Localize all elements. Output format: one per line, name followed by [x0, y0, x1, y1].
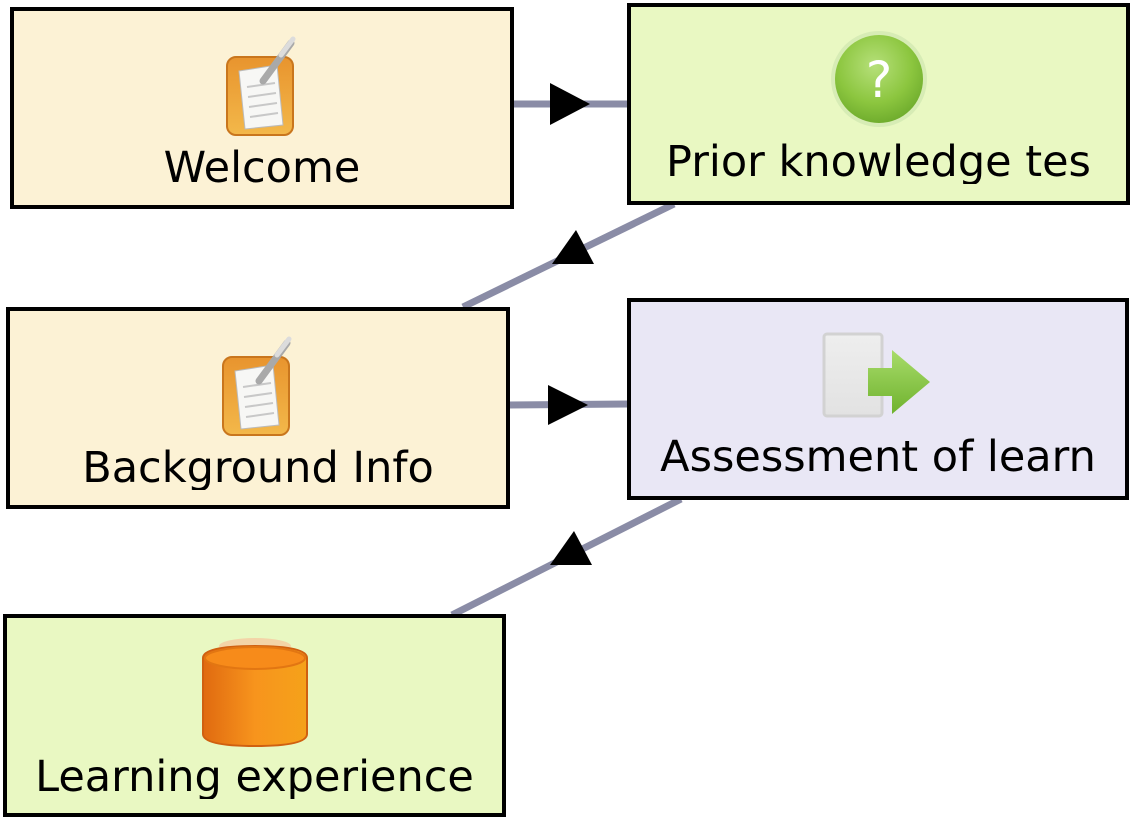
node-learning-experience[interactable]: Learning experience [3, 614, 506, 817]
cylinder-icon [200, 632, 310, 756]
notepad-pen-icon [217, 29, 307, 143]
node-prior-knowledge-test[interactable]: ? Prior knowledge tes [627, 3, 1130, 205]
notepad-pen-icon [213, 329, 303, 443]
edge-prior-background[interactable] [461, 200, 676, 311]
node-label: Assessment of learn [660, 436, 1096, 479]
node-welcome[interactable]: Welcome [10, 7, 514, 209]
export-arrow-icon [818, 330, 938, 424]
edge-welcome-prior[interactable] [513, 83, 628, 125]
node-label: Welcome [163, 147, 361, 190]
node-label: Background Info [82, 447, 434, 490]
node-label: Prior knowledge tes [666, 141, 1091, 184]
node-assessment-of-learning[interactable]: Assessment of learn [627, 298, 1129, 500]
node-background-info[interactable]: Background Info [6, 307, 510, 509]
edge-assessment-learning[interactable] [450, 495, 683, 619]
edge-background-assessment[interactable] [508, 385, 629, 425]
svg-text:?: ? [865, 51, 892, 109]
node-label: Learning experience [35, 756, 474, 799]
question-mark-icon: ? [827, 27, 931, 135]
